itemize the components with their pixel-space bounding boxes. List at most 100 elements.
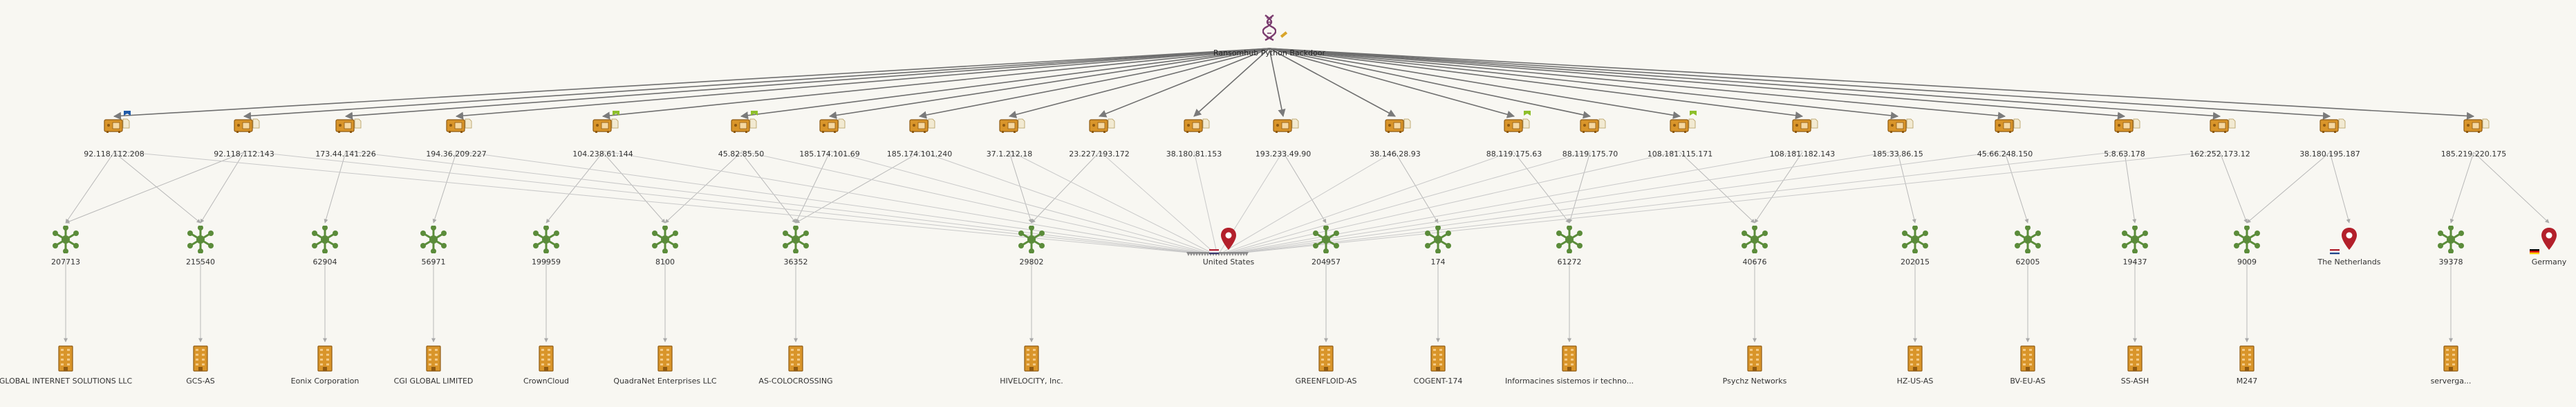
organization-building-icon[interactable] <box>317 345 333 372</box>
org-label: AS-COLOCROSSING <box>758 377 832 386</box>
asn-network-icon[interactable] <box>187 225 214 254</box>
ip-label: 108.181.182.143 <box>1770 150 1835 159</box>
organization-building-icon[interactable] <box>2127 345 2143 372</box>
asn-network-icon[interactable] <box>1312 225 1340 254</box>
green-flag-icon <box>1524 111 1531 116</box>
ip-node[interactable] <box>104 118 130 133</box>
location-pin-icon[interactable] <box>2342 228 2357 250</box>
asn-network-icon[interactable] <box>1901 225 1929 254</box>
ip-node[interactable] <box>335 118 362 133</box>
ip-node[interactable] <box>1887 118 1914 133</box>
asn-network-icon[interactable] <box>2121 225 2149 254</box>
ip-node[interactable] <box>1670 118 1696 133</box>
asn-label: 40676 <box>1743 257 1767 266</box>
arrowhead-icon <box>1236 252 1240 256</box>
organization-building-icon[interactable] <box>1024 345 1039 372</box>
report-icon <box>354 118 362 129</box>
ip-node[interactable] <box>2210 118 2236 133</box>
edges-layer <box>64 48 2550 343</box>
ip-node[interactable] <box>234 118 260 133</box>
org-label: HZ-US-AS <box>1897 377 1934 386</box>
edge-line <box>113 150 1190 253</box>
ip-node[interactable] <box>819 118 846 133</box>
report-icon <box>611 118 619 129</box>
ip-node[interactable] <box>909 118 935 133</box>
organization-building-icon[interactable] <box>1318 345 1334 372</box>
asn-network-icon[interactable] <box>651 225 679 254</box>
report-icon <box>1018 118 1025 129</box>
organization-building-icon[interactable] <box>788 345 803 372</box>
organization-building-icon[interactable] <box>1562 345 1577 372</box>
edge-line <box>1269 48 1804 120</box>
ip-node[interactable] <box>1580 118 1606 133</box>
ip-node[interactable] <box>1792 118 1818 133</box>
edge-line <box>1394 152 1439 224</box>
asn-network-icon[interactable] <box>311 225 339 254</box>
asn-label: 174 <box>1431 257 1446 266</box>
ip-node[interactable] <box>592 118 619 133</box>
network-card-icon <box>1995 119 2014 133</box>
ip-node[interactable] <box>446 118 472 133</box>
flag-de-icon <box>2530 252 2539 255</box>
asn-network-icon[interactable] <box>420 225 447 254</box>
ip-label: 194.36.209.227 <box>426 150 486 159</box>
ip-node[interactable] <box>2463 118 2490 133</box>
organization-building-icon[interactable] <box>2443 345 2458 372</box>
edge-line <box>2449 152 2474 224</box>
organization-building-icon[interactable] <box>193 345 208 372</box>
edge-line <box>795 152 920 224</box>
root-node[interactable]: Ransomhub Python Backdoor <box>1213 14 1325 57</box>
organization-building-icon[interactable] <box>2020 345 2035 372</box>
organization-building-icon[interactable] <box>657 345 673 372</box>
ip-node[interactable] <box>1504 118 1530 133</box>
organization-building-icon[interactable] <box>58 345 73 372</box>
arrowhead-icon <box>1231 252 1235 256</box>
asn-network-icon[interactable] <box>52 225 80 254</box>
network-card-icon <box>2210 119 2229 133</box>
network-card-icon <box>1504 119 1523 133</box>
ip-node[interactable] <box>1184 118 1210 133</box>
ip-node[interactable] <box>1385 118 1411 133</box>
report-icon <box>749 118 757 129</box>
asn-label: 62005 <box>2016 257 2040 266</box>
ip-label: 38.180.81.153 <box>1166 150 1222 159</box>
organization-building-icon[interactable] <box>1430 345 1446 372</box>
edge-line <box>602 152 666 224</box>
arrowhead-icon <box>1220 252 1224 256</box>
asn-network-icon[interactable] <box>1556 225 1583 254</box>
ip-node[interactable] <box>2114 118 2140 133</box>
ip-node[interactable] <box>1273 118 1299 133</box>
report-icon <box>838 118 846 129</box>
network-card-icon <box>999 119 1018 133</box>
organization-building-icon[interactable] <box>1747 345 1762 372</box>
asn-network-icon[interactable] <box>1018 225 1045 254</box>
ip-node[interactable] <box>1995 118 2021 133</box>
org-label: COGENT-174 <box>1414 377 1463 386</box>
ip-label: 193.233.49.90 <box>1256 150 1311 159</box>
edge-line <box>432 152 457 224</box>
edge-line <box>1009 150 1212 253</box>
ip-node[interactable] <box>731 118 757 133</box>
asn-network-icon[interactable] <box>2233 225 2261 254</box>
asn-network-icon[interactable] <box>1741 225 1768 254</box>
ip-node[interactable] <box>2320 118 2346 133</box>
organization-building-icon[interactable] <box>2239 345 2255 372</box>
edge-line <box>1754 152 1803 224</box>
organization-building-icon[interactable] <box>426 345 441 372</box>
ip-label: 104.238.61.144 <box>572 150 633 159</box>
ip-node[interactable] <box>999 118 1025 133</box>
asn-network-icon[interactable] <box>1424 225 1452 254</box>
flag-de-icon <box>2530 249 2539 251</box>
ip-node[interactable] <box>1089 118 1115 133</box>
organization-building-icon[interactable] <box>1907 345 1923 372</box>
location-pin-icon[interactable] <box>2541 228 2557 250</box>
edge-line <box>324 152 346 224</box>
asn-network-icon[interactable] <box>2014 225 2042 254</box>
root-label: Ransomhub Python Backdoor <box>1213 48 1325 57</box>
asn-network-icon[interactable] <box>532 225 560 254</box>
asn-network-icon[interactable] <box>2437 225 2465 254</box>
organization-building-icon[interactable] <box>539 345 554 372</box>
asn-network-icon[interactable] <box>782 225 810 254</box>
arrowhead-icon <box>1225 252 1229 256</box>
green-flag-icon <box>613 111 619 116</box>
